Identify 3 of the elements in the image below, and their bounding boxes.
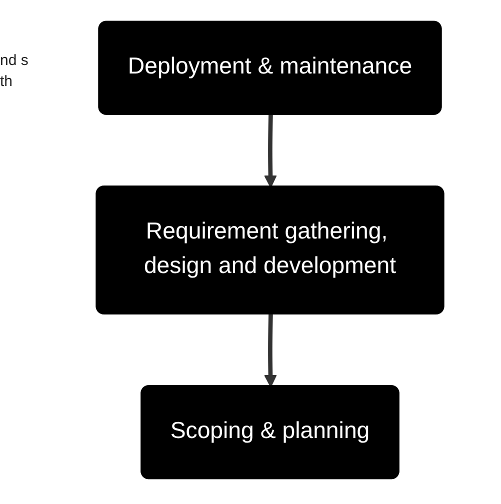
arrow [264,114,277,188]
arrow [264,314,277,388]
note-text: nd s th [0,51,30,92]
